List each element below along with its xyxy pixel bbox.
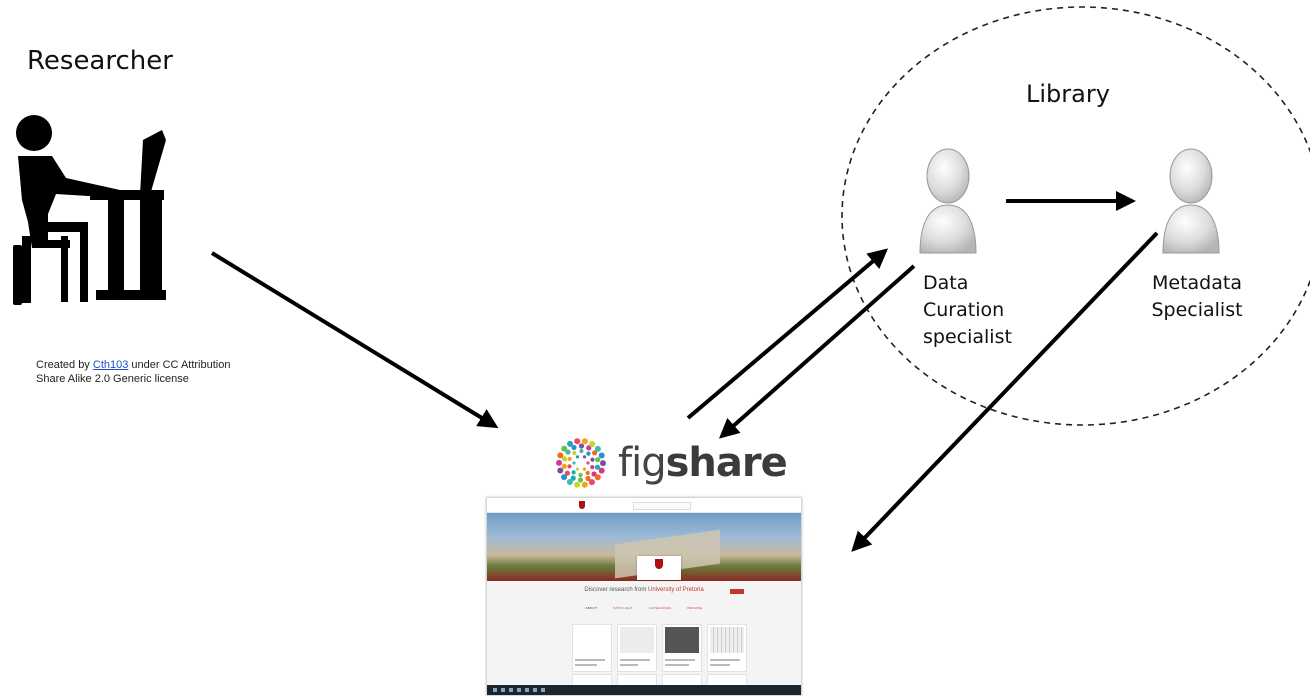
figshare-logo-dot <box>567 456 572 461</box>
figshare-logo-dot <box>589 441 596 447</box>
figshare-logo-icon <box>556 438 606 488</box>
researcher-icon <box>13 115 166 305</box>
figshare-logo-dot <box>598 452 605 459</box>
figshare-logo-dot <box>586 451 591 456</box>
portal-tab-spotlight: SPOTLIGHT <box>613 606 633 610</box>
figshare-logo-dot <box>557 467 564 474</box>
portal-crest-icon <box>579 501 585 509</box>
figshare-logo-dot <box>578 472 583 478</box>
figshare-logo-dot <box>567 464 572 469</box>
figshare-wordmark-light: fig <box>618 440 667 486</box>
figshare-logo-dot <box>582 467 587 471</box>
figshare-logo-dot <box>561 474 568 481</box>
portal-discover-heading: Discover research from University of Pre… <box>487 587 801 593</box>
figshare-logo-dot <box>594 474 601 481</box>
figshare-logo-dot <box>590 465 595 470</box>
figshare-wordmark: figshare <box>618 440 788 486</box>
figshare-logo-dot <box>572 461 576 465</box>
figshare-wordmark-bold: share <box>665 440 788 486</box>
figshare-logo-dot <box>567 440 574 447</box>
portal-card <box>572 624 612 672</box>
arrow-curation-to-figshare <box>719 264 916 439</box>
portal-tab-categories: CATEGORIES <box>648 606 672 610</box>
figshare-logo-dot <box>571 444 577 451</box>
figshare-logo-dot <box>585 470 590 476</box>
portal-tabs: ABOUT SPOTLIGHT CATEGORIES BROWSE <box>487 606 801 610</box>
figshare-logo-dot <box>575 455 580 459</box>
arrow-metadata-to-figshare <box>851 231 1159 552</box>
figshare-logo-dot <box>582 455 587 459</box>
figshare-logo-dot <box>561 445 568 452</box>
figshare-logo-dot <box>571 470 576 475</box>
portal-logo-card <box>637 556 681 580</box>
library-title: Library <box>1026 80 1110 108</box>
credit-author-link[interactable]: Cth103 <box>92 359 129 371</box>
data-curation-person-icon <box>919 148 977 254</box>
portal-search-input <box>633 502 691 510</box>
credit-prefix: Created by <box>36 359 93 371</box>
portal-topbar <box>487 498 801 513</box>
arrow-figshare-to-curation <box>686 248 889 420</box>
figshare-logo-dot <box>575 467 580 471</box>
figshare-logo-dot <box>594 445 601 452</box>
figshare-logo-dot <box>561 463 567 469</box>
figshare-logo-dot <box>591 471 597 477</box>
arrow-researcher-to-figshare <box>210 251 499 429</box>
figshare-logo-dot <box>566 479 573 485</box>
data-curation-label: Data Curation specialist <box>923 272 1012 348</box>
metadata-specialist-label: Metadata Specialist <box>1151 272 1243 321</box>
figshare-logo-dot <box>574 438 581 445</box>
portal-discover-prefix: Discover research from <box>584 587 648 593</box>
figshare-logo-dot <box>561 456 568 462</box>
figshare-logo-dot <box>586 445 592 451</box>
portal-tab-browse: BROWSE <box>687 606 703 610</box>
figshare-logo-dot <box>572 450 577 456</box>
portal-card <box>617 624 657 672</box>
portal-follow-button <box>730 589 744 594</box>
figshare-logo-dot <box>581 481 588 488</box>
figshare-logo-dot <box>574 481 581 488</box>
figshare-logo-dot <box>592 450 598 456</box>
portal-discover-org: University of Pretoria <box>648 587 704 593</box>
figshare-logo-dot <box>581 438 588 445</box>
portal-card <box>662 624 702 672</box>
figshare-logo-dot <box>594 464 601 470</box>
figshare-logo-dot <box>579 448 584 454</box>
figshare-logo-dot <box>585 475 591 482</box>
portal-taskbar <box>487 685 801 695</box>
figshare-logo-dot <box>588 479 595 486</box>
researcher-title: Researcher <box>27 46 173 76</box>
figshare-logo-dot <box>577 477 584 483</box>
arrows <box>210 191 1159 552</box>
figshare-logo-dot <box>600 460 606 467</box>
figshare-logo-dot <box>557 452 564 459</box>
figshare-logo-dot <box>586 461 590 465</box>
university-crest-icon <box>655 559 663 569</box>
figshare-logo-dot <box>564 470 571 476</box>
credit-suffix: under CC Attribution Share Alike 2.0 Gen… <box>36 359 231 385</box>
metadata-person-icon <box>1162 148 1220 254</box>
figshare-logo-dot <box>598 467 605 474</box>
figshare-logo-dot <box>556 459 562 466</box>
figshare-logo-dot <box>570 475 576 481</box>
figshare-logo-dot <box>578 443 585 449</box>
figshare-logo-dot <box>590 457 595 462</box>
figshare-logo-dot <box>595 457 601 463</box>
library-boundary <box>841 6 1310 426</box>
portal-card <box>707 624 747 672</box>
portal-tab-about: ABOUT <box>585 606 598 610</box>
figshare-logo-dot <box>565 449 571 455</box>
image-credit: Created by Cth103 under CC Attribution S… <box>36 358 236 386</box>
figshare-portal-screenshot: Discover research from University of Pre… <box>486 497 802 696</box>
